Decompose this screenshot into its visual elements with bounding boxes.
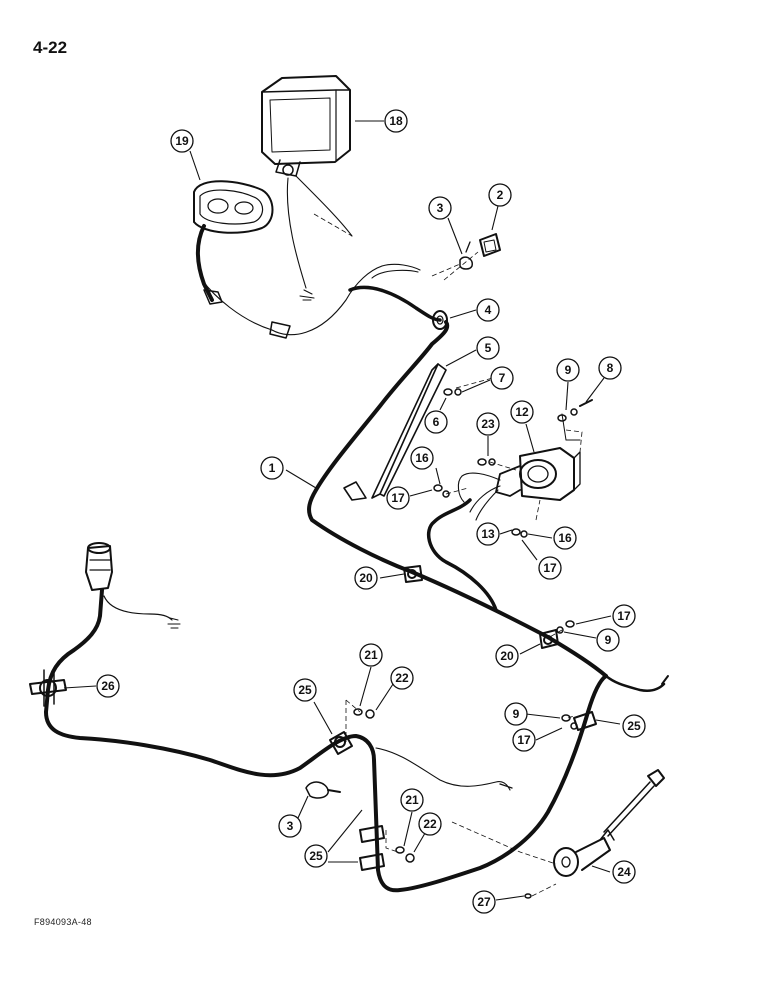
callout-20-right: 20 — [495, 644, 519, 668]
callout-4: 4 — [476, 298, 500, 322]
callout-17-connector: 17 — [538, 556, 562, 580]
callout-12: 12 — [510, 400, 534, 424]
svg-text:25: 25 — [627, 719, 641, 733]
callout-13: 13 — [476, 522, 500, 546]
svg-text:16: 16 — [558, 531, 572, 545]
svg-text:4: 4 — [485, 303, 492, 317]
svg-text:18: 18 — [389, 114, 403, 128]
svg-text:9: 9 — [605, 633, 612, 647]
figure-code: F894093A-48 — [34, 917, 92, 927]
callout-8: 8 — [598, 356, 622, 380]
callout-25-lower: 25 — [304, 844, 328, 868]
callout-7: 7 — [490, 366, 514, 390]
svg-text:23: 23 — [481, 417, 495, 431]
svg-text:9: 9 — [513, 707, 520, 721]
callout-3-top: 3 — [428, 196, 452, 220]
svg-text:5: 5 — [485, 341, 492, 355]
svg-text:17: 17 — [543, 561, 557, 575]
callouts-layer: 18 19 3 2 4 5 7 9 8 6 23 12 16 1 17 13 1… — [96, 109, 646, 914]
clamp-26-drawing — [29, 667, 67, 707]
svg-text:22: 22 — [423, 817, 437, 831]
svg-text:21: 21 — [364, 648, 378, 662]
callout-19: 19 — [170, 129, 194, 153]
svg-text:21: 21 — [405, 793, 419, 807]
svg-text:19: 19 — [175, 134, 189, 148]
connector-wires — [457, 472, 501, 521]
connector-socket-drawing — [495, 447, 581, 501]
svg-text:20: 20 — [359, 571, 373, 585]
callout-16-left: 16 — [410, 446, 434, 470]
work-lamp-drawing — [261, 75, 351, 177]
callout-18: 18 — [384, 109, 408, 133]
plate-and-terminal-top — [459, 233, 501, 270]
lamp-harness-cable — [196, 224, 214, 302]
callout-22-top: 22 — [390, 666, 414, 690]
svg-text:25: 25 — [298, 683, 312, 697]
bracket-5-drawing — [343, 363, 447, 501]
callout-21-lower: 21 — [400, 788, 424, 812]
svg-text:9: 9 — [565, 363, 572, 377]
callout-16-right: 16 — [553, 526, 577, 550]
svg-text:26: 26 — [101, 679, 115, 693]
svg-text:12: 12 — [515, 405, 529, 419]
callout-23: 23 — [476, 412, 500, 436]
svg-text:13: 13 — [481, 527, 495, 541]
svg-text:3: 3 — [437, 201, 444, 215]
callout-9-top: 9 — [556, 358, 580, 382]
callout-27: 27 — [472, 890, 496, 914]
svg-text:16: 16 — [415, 451, 429, 465]
svg-text:25: 25 — [309, 849, 323, 863]
page-number: 4-22 — [33, 38, 68, 57]
callout-3-lower: 3 — [278, 814, 302, 838]
svg-text:17: 17 — [617, 609, 631, 623]
callout-25-left: 25 — [293, 678, 317, 702]
clamps-20-drawing — [403, 565, 559, 649]
callout-6: 6 — [424, 410, 448, 434]
main-harness-cable — [307, 320, 608, 678]
sensor-24-drawing — [553, 769, 665, 877]
svg-text:6: 6 — [433, 415, 440, 429]
callout-leaders — [63, 120, 621, 901]
callout-2: 2 — [488, 183, 512, 207]
svg-text:2: 2 — [497, 188, 504, 202]
svg-text:3: 3 — [287, 819, 294, 833]
callout-26: 26 — [96, 674, 120, 698]
svg-text:1: 1 — [269, 461, 276, 475]
callout-9-lower: 9 — [504, 702, 528, 726]
dashed-leaders — [313, 213, 583, 897]
svg-text:8: 8 — [607, 361, 614, 375]
svg-text:24: 24 — [617, 865, 631, 879]
svg-text:17: 17 — [391, 491, 405, 505]
lamp-wires — [201, 175, 421, 336]
callout-24: 24 — [612, 860, 636, 884]
callout-25-right: 25 — [622, 714, 646, 738]
svg-text:20: 20 — [500, 649, 514, 663]
svg-text:27: 27 — [477, 895, 491, 909]
callout-21-top: 21 — [359, 643, 383, 667]
grommet-drawing — [432, 310, 448, 330]
svg-text:17: 17 — [517, 733, 531, 747]
harness-plug-drawing — [85, 542, 113, 591]
callout-17-lower: 17 — [512, 728, 536, 752]
callout-17-mid: 17 — [386, 486, 410, 510]
callout-9-right: 9 — [596, 628, 620, 652]
callout-17-right: 17 — [612, 604, 636, 628]
svg-text:7: 7 — [499, 371, 506, 385]
callout-5: 5 — [476, 336, 500, 360]
callout-20-left: 20 — [354, 566, 378, 590]
callout-1: 1 — [260, 456, 284, 480]
hardware-nuts-washers — [353, 388, 578, 899]
svg-text:22: 22 — [395, 671, 409, 685]
clamps-25-drawing — [329, 711, 597, 871]
callout-22-lower: 22 — [418, 812, 442, 836]
rear-lamp-drawing — [193, 180, 274, 234]
